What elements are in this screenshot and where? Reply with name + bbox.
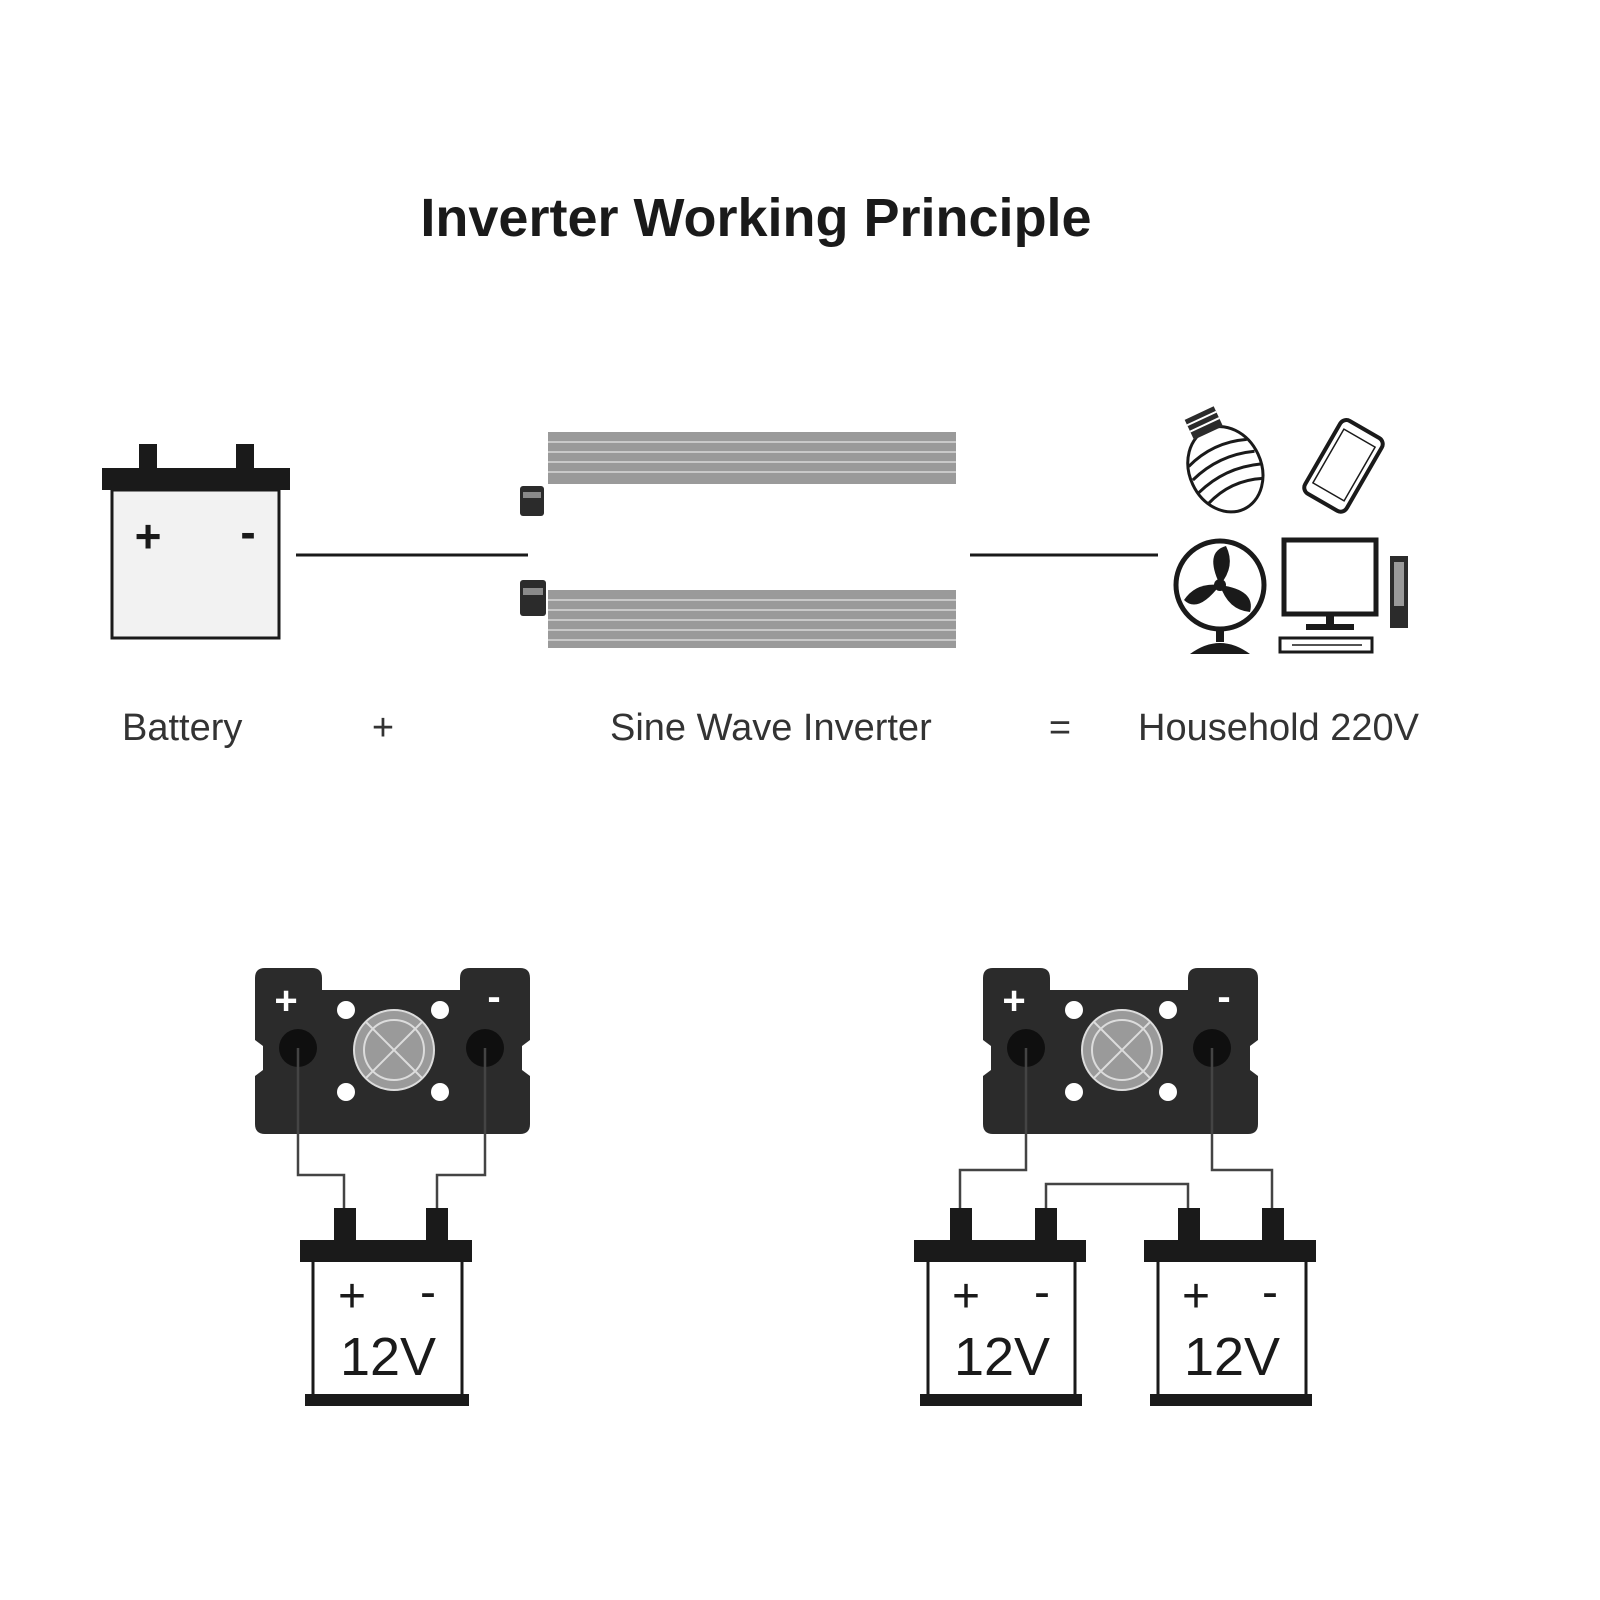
diagram-title: Inverter Working Principle <box>420 188 1091 248</box>
cooling-fan-icon <box>337 1001 449 1101</box>
label-battery: Battery <box>122 707 242 749</box>
battery-icon: + - <box>102 444 290 640</box>
parallel-connection-diagram: + - + <box>914 968 1316 1406</box>
battery-minus-sign: - <box>240 506 255 558</box>
battery-12v-right: + - 12V <box>1144 1208 1316 1406</box>
cooling-fan-icon <box>1065 1001 1177 1101</box>
inverter-minus-terminal-label: - <box>1217 975 1230 1019</box>
inverter-minus-terminal-label: - <box>487 975 500 1019</box>
battery-minus-label: - <box>420 1266 436 1319</box>
inverter-rear-panel: + - <box>255 968 530 1134</box>
battery-minus-label: - <box>1262 1266 1278 1319</box>
label-inverter: Sine Wave Inverter <box>610 707 932 749</box>
light-bulb-icon <box>1184 406 1265 514</box>
inverter-rear-panel: + - <box>983 968 1258 1134</box>
battery-plus-label: + <box>952 1270 980 1323</box>
negative-wire <box>435 1048 487 1208</box>
fan-icon <box>1173 538 1267 654</box>
inverter-icon <box>520 432 956 648</box>
battery-plus-label: + <box>338 1270 366 1323</box>
label-plus: + <box>372 707 394 749</box>
battery-12v-left: + - 12V <box>914 1208 1086 1406</box>
positive-wire <box>958 1048 1028 1208</box>
battery-voltage-label: 12V <box>340 1327 436 1387</box>
bridge-wire <box>1044 1182 1190 1208</box>
label-equals: = <box>1049 707 1071 749</box>
inverter-plus-terminal-label: + <box>274 979 297 1023</box>
single-connection-diagram: + - + - <box>255 968 530 1406</box>
battery-plus-label: + <box>1182 1270 1210 1323</box>
inverter-plus-terminal-label: + <box>1002 979 1025 1023</box>
battery-12v: + - 12V <box>300 1208 472 1406</box>
battery-minus-label: - <box>1034 1266 1050 1319</box>
positive-wire <box>296 1048 346 1208</box>
battery-plus-sign: + <box>135 510 162 562</box>
battery-voltage-label: 12V <box>954 1327 1050 1387</box>
desktop-computer-icon <box>1278 537 1408 654</box>
battery-voltage-label: 12V <box>1184 1327 1280 1387</box>
negative-wire <box>1210 1048 1274 1208</box>
smartphone-icon <box>1302 418 1385 514</box>
label-household: Household 220V <box>1138 707 1420 749</box>
